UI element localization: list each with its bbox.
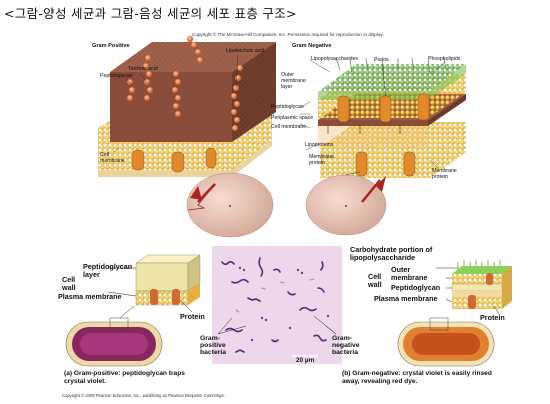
- gn-peptidoglycan-label: Peptidoglycan: [271, 104, 304, 110]
- gram-positive-schematic: [65, 254, 201, 367]
- gn-membrane-protein-label: Membrane protein: [309, 154, 334, 166]
- gp-plasma-membrane-label: Plasma membrane: [58, 292, 122, 301]
- gram-negative-bacteria-label: Gram-negative bacteria: [332, 335, 360, 356]
- gp-cell-wall-label: Cell wall: [62, 275, 76, 292]
- gram-negative-wall-model: [299, 57, 466, 236]
- porins-label: Porins: [374, 57, 389, 63]
- gn-membrane-protein-right-label: Membrane protein: [432, 168, 457, 180]
- lipoteichoic-acid-label: Lipoteichoic acid: [226, 48, 265, 54]
- gram-stain-micrograph: [212, 246, 342, 364]
- carbohydrate-lps-label: Carbohydrate portion of lipopolysacchari…: [350, 245, 433, 262]
- gram-negative-caption: (b) Gram-negative: crystal violet is eas…: [342, 370, 492, 385]
- gp-peptidoglycan-layer-label: Peptidoglycan layer: [83, 262, 133, 279]
- gn-outer-membrane-label: Outer membrane: [391, 265, 428, 282]
- page-title: <그람-양성 세균과 그람-음성 세균의 세포 표층 구조>: [4, 6, 297, 21]
- gp-peptidoglycan-label: Peptidoglycan: [100, 73, 133, 79]
- gram-positive-wall-model: [98, 35, 276, 238]
- gn-cell-membrane-label: Cell membrane: [271, 124, 307, 130]
- lipopolysaccharides-label: Lipopolysaccharides: [311, 56, 359, 62]
- bottom-copyright: Copyright © 2008 Pearson Education, Inc.…: [62, 393, 225, 398]
- gp-cell-membrane-label: Cell membrane: [100, 152, 125, 164]
- gram-positive-header: Gram Positive: [92, 43, 130, 49]
- gram-negative-header: Gram Negative: [292, 43, 332, 49]
- gram-positive-bacteria-label: Gram-positive bacteria: [200, 335, 227, 356]
- gram-positive-caption: (a) Gram-positive: peptidoglycan traps c…: [64, 370, 185, 385]
- top-copyright: Copyright © The McGraw-Hill Companies, I…: [192, 32, 384, 37]
- gn-cell-wall-label: Cell wall: [368, 272, 382, 289]
- outer-membrane-layer-label: Outer membrane layer: [281, 72, 306, 90]
- gn-protein-label: Protein: [480, 313, 505, 322]
- scale-bar-label: 20 µm: [296, 357, 315, 364]
- gn-peptidoglycan-label-bottom: Peptidoglycan: [391, 283, 441, 292]
- lipoproteins-label: Lipoproteins: [305, 142, 334, 148]
- phospholipids-label: Phospholipids: [428, 56, 461, 62]
- gn-plasma-membrane-label: Plasma membrane: [374, 294, 438, 303]
- gp-protein-label: Protein: [180, 312, 205, 321]
- gram-negative-schematic: [397, 260, 512, 367]
- periplasmic-space-label: Periplasmic space: [271, 115, 314, 121]
- teichoic-acid-label: Teichoic acid: [128, 66, 158, 72]
